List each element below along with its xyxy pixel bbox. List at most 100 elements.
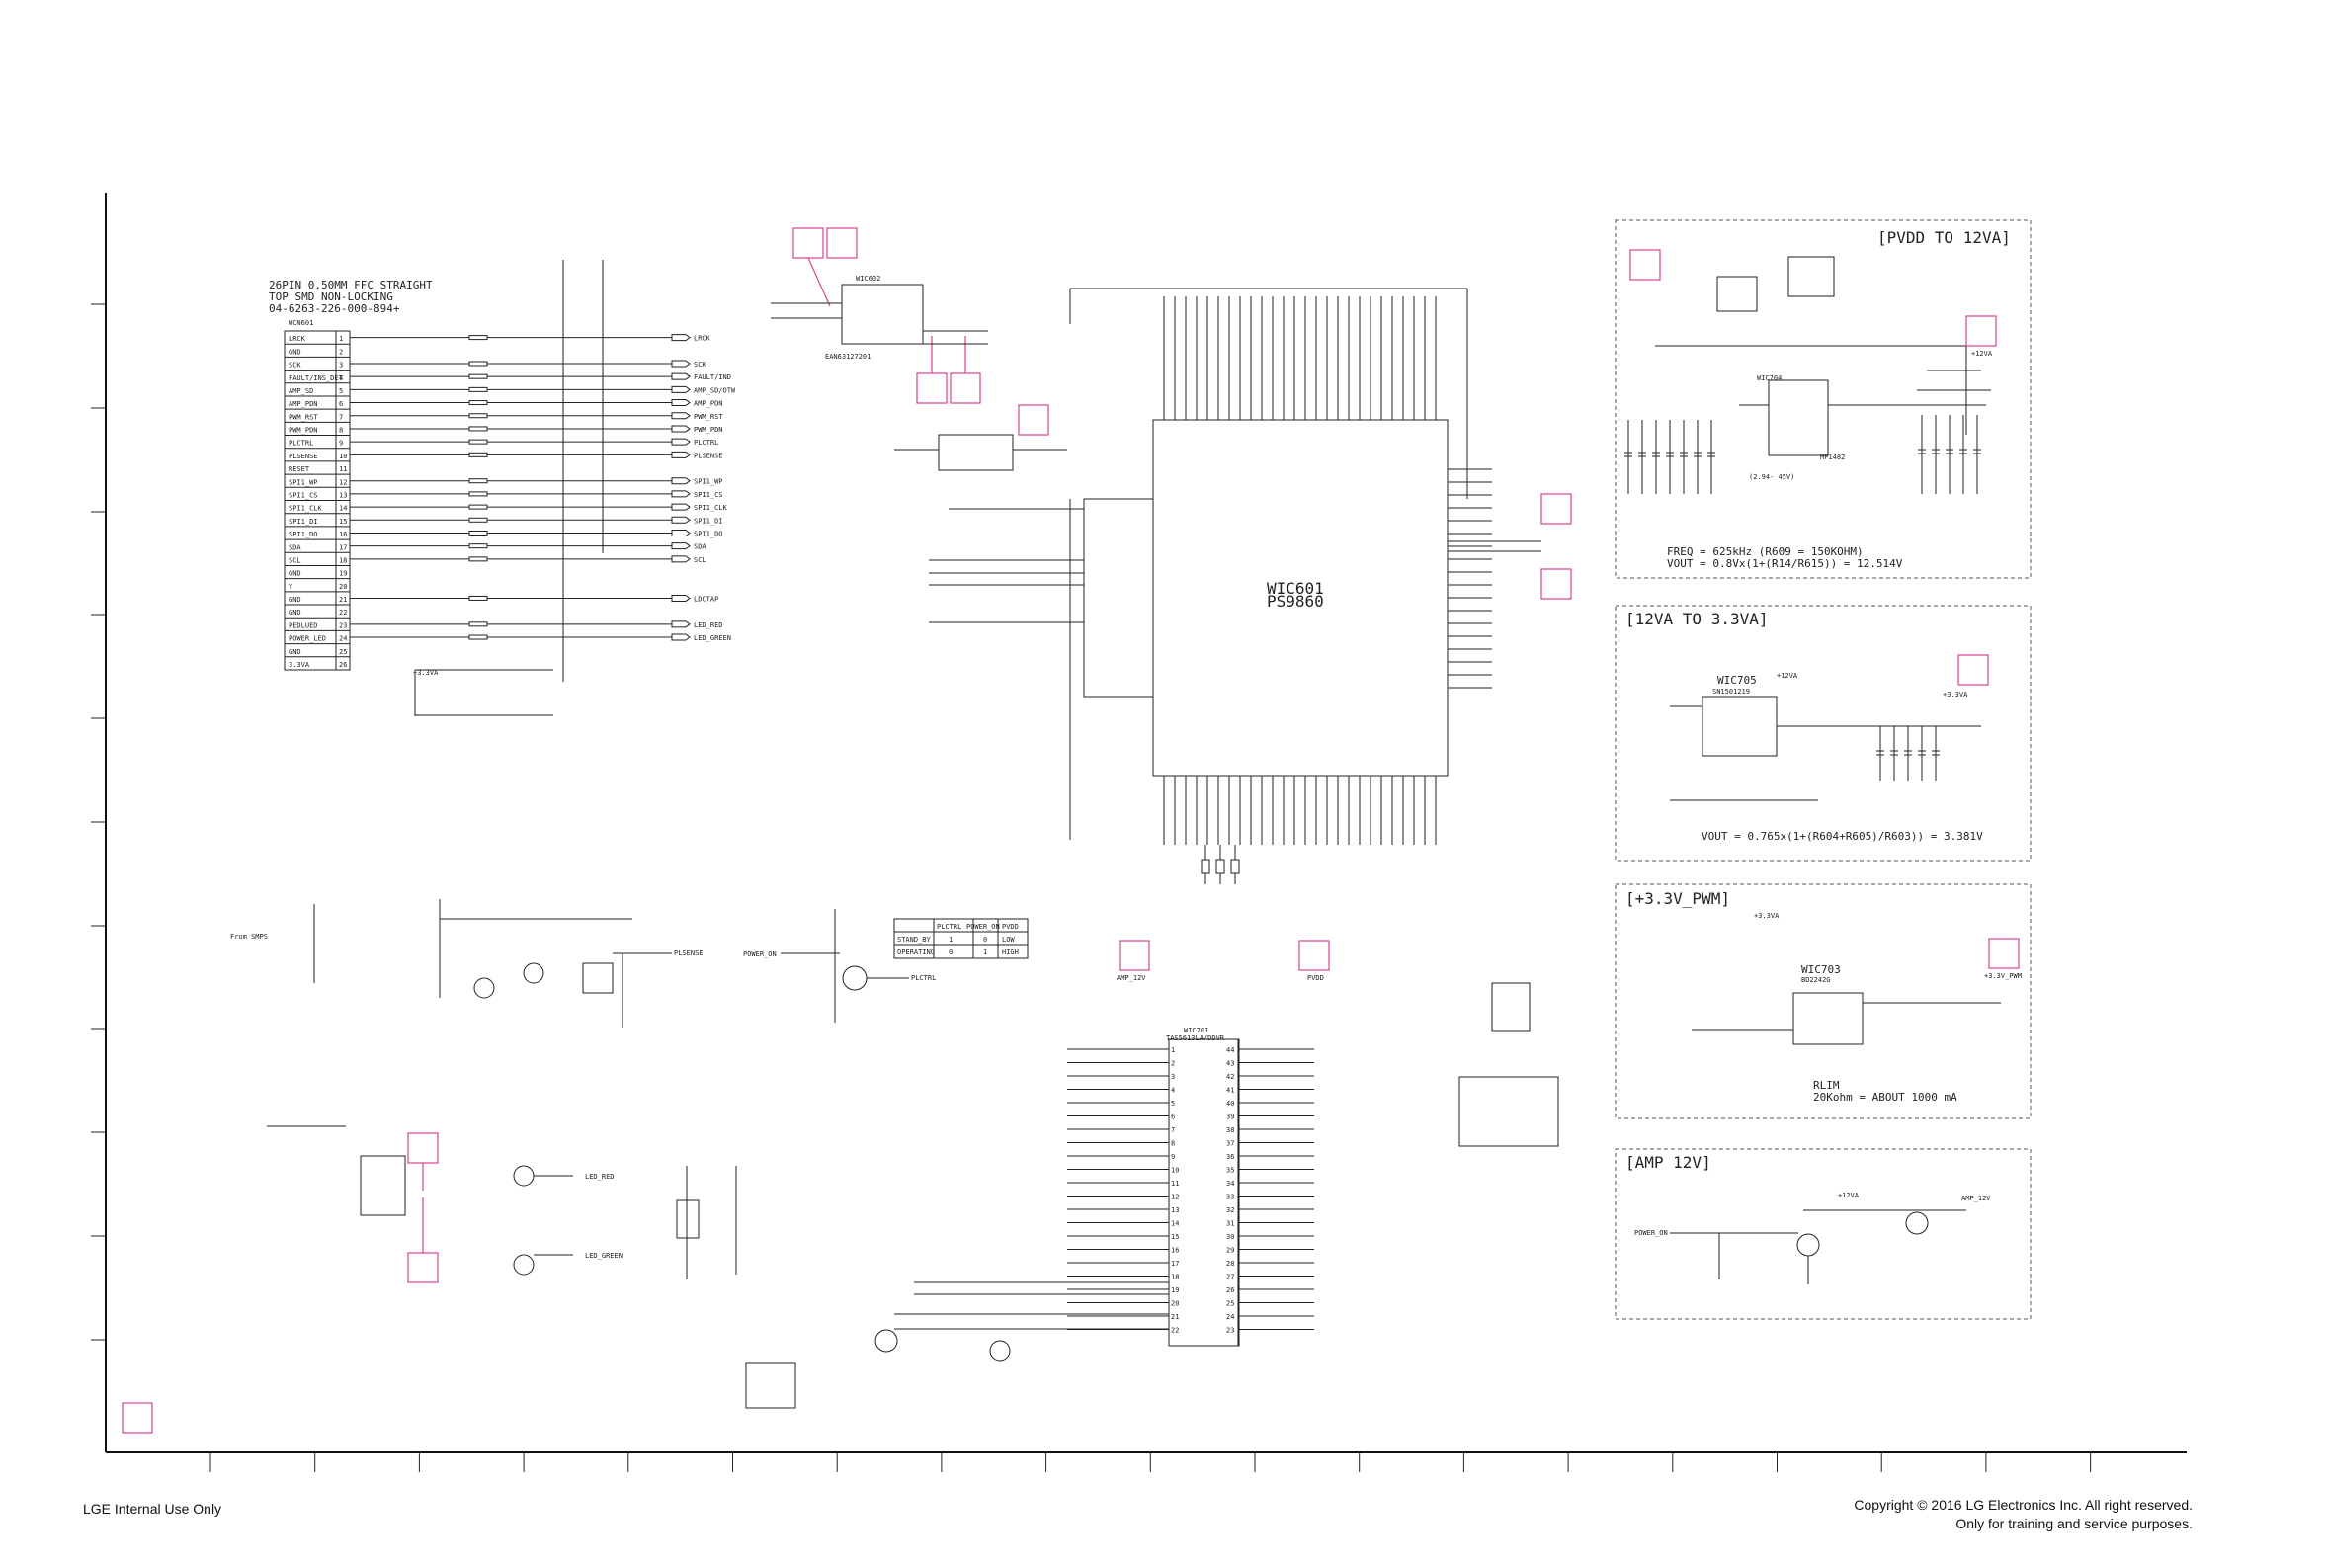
ic701-pin-number: 23 <box>1226 1327 1234 1335</box>
amp12v-title: [AMP 12V] <box>1625 1153 1711 1172</box>
led-circuit: LED_RED LED_GREEN <box>267 1125 796 1409</box>
ic701-pin-number: 40 <box>1226 1100 1234 1108</box>
connector-pin-label: PWM_RST <box>289 413 318 421</box>
connector-net-label: PWM_RST <box>694 413 723 421</box>
connector-pin-label: SPI1_CLK <box>289 505 323 513</box>
tt-r2-c2: 1 <box>983 949 987 956</box>
connector-net-label: LDCTAP <box>694 595 718 603</box>
wic704-part: MP1482 <box>1820 454 1845 461</box>
connector-net-label: AMP_PDN <box>694 400 723 408</box>
ic701-pin-number: 28 <box>1226 1260 1234 1268</box>
ic701-pin-number: 32 <box>1226 1206 1234 1214</box>
ic701-pin-number: 1 <box>1171 1046 1175 1054</box>
section-pwm: [+3.3V_PWM] +3.3VA +3.3V_PWM WIC703 BD22… <box>1615 883 2032 1119</box>
ic701-pin-number: 5 <box>1171 1100 1175 1108</box>
tt-h1: PLCTRL <box>937 923 961 931</box>
connector-net-label: AMP_SD/OTW <box>694 386 736 394</box>
ic701-pin-number: 11 <box>1171 1180 1179 1188</box>
pwm-in: +3.3VA <box>1754 912 1780 920</box>
connector-pin-number: 23 <box>339 621 347 629</box>
wic705-part: SN1501219 <box>1712 688 1750 696</box>
wic704-ref: WIC704 <box>1757 374 1782 382</box>
ic701-pin-number: 17 <box>1171 1260 1179 1268</box>
ic701-pin-number: 12 <box>1171 1194 1179 1201</box>
connector-pin-label: 3.3VA <box>289 661 310 669</box>
ldo-block <box>894 404 1084 623</box>
connector-pin-label: Y <box>289 583 293 591</box>
plsense-circuit: From SMPS PLSENSE POWER_ON PLCTRL <box>230 899 936 1028</box>
connector-pin-number: 22 <box>339 609 347 617</box>
v33-out: +3.3VA <box>1943 691 1968 699</box>
connector-pin-number: 21 <box>339 596 347 604</box>
ic701-pin-number: 9 <box>1171 1153 1175 1161</box>
ic701-pin-number: 42 <box>1226 1073 1234 1081</box>
connector-pin-number: 20 <box>339 583 347 591</box>
ic701-pin-number: 26 <box>1226 1286 1234 1294</box>
connector-pin-label: AMP_PDN <box>289 400 318 408</box>
connector-pin-number: 10 <box>339 453 347 460</box>
connector-net-label: LED_GREEN <box>694 634 731 642</box>
pwm-rlim: RLIM <box>1813 1079 1840 1092</box>
pvdd-freq: FREQ = 625kHz (R609 = 150KOHM) <box>1667 545 1864 558</box>
connector-wcn601: 26PIN 0.50MM FFC STRAIGHT TOP SMD NON-LO… <box>269 279 433 671</box>
connector-pin-label: LRCK <box>289 335 306 343</box>
ic701-pin-number: 37 <box>1226 1140 1234 1148</box>
connector-pin-label: SPI1_WP <box>289 478 318 486</box>
wic701-ref: WIC701 <box>1184 1027 1208 1034</box>
connector-pin-label: PLCTRL <box>289 440 313 448</box>
wic602-part: EAN63127201 <box>825 353 871 361</box>
wic602-block: WIC602 EAN63127201 <box>771 227 988 404</box>
ic701-pin-number: 3 <box>1171 1073 1175 1081</box>
connector-pin-label: GND <box>289 570 301 578</box>
connector-pin-label: SCK <box>289 362 301 370</box>
pink-marker <box>122 1402 153 1434</box>
connector-pin-number: 8 <box>339 427 343 435</box>
v33-vout: VOUT = 0.765x(1+(R604+R605)/R603)) = 3.3… <box>1702 830 1983 843</box>
pvdd-title: [PVDD TO 12VA] <box>1877 228 2011 247</box>
section-pvdd: [PVDD TO 12VA] WIC704 MP1482 (2.94- 45V)… <box>1615 219 2032 579</box>
ic701-pin-number: 4 <box>1171 1087 1175 1095</box>
connector-pin-number: 11 <box>339 465 347 473</box>
ic701-pin-number: 20 <box>1171 1300 1179 1308</box>
ic701-pin-number: 15 <box>1171 1233 1179 1241</box>
connector-pin-label: GND <box>289 348 301 356</box>
section-amp12v: [AMP 12V] +12VA AMP_12V POWER_ON <box>1615 1148 2032 1320</box>
section-3v3: [12VA TO 3.3VA] +12VA +3.3VA WIC705 SN15… <box>1615 605 2032 862</box>
connector-net-label: SPI1_DO <box>694 530 723 537</box>
connector-net-label: PLCTRL <box>694 439 718 447</box>
connector-part: 04-6263-226-000-894+ <box>269 302 400 315</box>
wic601-part: PS9860 <box>1267 592 1324 611</box>
connector-net-label: SPI1_DI <box>694 517 723 525</box>
connector-pin-number: 5 <box>339 387 343 395</box>
connector-net-label: PLSENSE <box>694 452 723 459</box>
plsense-net: PLSENSE <box>674 949 704 957</box>
connector-net-label: FAULT/IND <box>694 373 731 381</box>
ic701-pin-number: 24 <box>1226 1313 1234 1321</box>
ic701-pin-number: 6 <box>1171 1114 1175 1121</box>
wic602-ref: WIC602 <box>856 275 880 283</box>
truth-table: PLCTRL POWER_ON PVDD STAND_BY 1 0 LOW OP… <box>893 918 1029 959</box>
connector-net-label: PWM_PDN <box>694 426 723 434</box>
connector-net-label: SDA <box>694 543 706 551</box>
connector-pin-number: 7 <box>339 413 343 421</box>
footer-copyright: Copyright © 2016 LG Electronics Inc. All… <box>1854 1497 2193 1513</box>
tt-r2-c1: 0 <box>949 949 953 956</box>
wic601-block: WIC601 PS9860 <box>1069 288 1541 884</box>
connector-pin-label: GND <box>289 609 301 617</box>
led-red-net: LED_RED <box>585 1173 615 1181</box>
connector-pin-number: 13 <box>339 492 347 500</box>
ic701-pin-number: 16 <box>1171 1247 1179 1255</box>
tt-r2-c0: OPERATING <box>897 949 935 956</box>
v33-conn-label: +3.3VA <box>413 669 439 677</box>
connector-pin-label: GND <box>289 596 301 604</box>
v33-title: [12VA TO 3.3VA] <box>1625 610 1769 628</box>
wic703-part: BD2242G <box>1801 976 1831 984</box>
ic701-pin-number: 31 <box>1226 1220 1234 1228</box>
connector-pin-label: POWER_LED <box>289 635 326 643</box>
connector-pin-number: 14 <box>339 505 347 513</box>
connector-pin-number: 6 <box>339 400 343 408</box>
amp12v-out: AMP_12V <box>1961 1195 1991 1202</box>
ic701-pin-number: 14 <box>1171 1220 1179 1228</box>
pwm-rlim-val: 20Kohm = ABOUT 1000 mA <box>1813 1091 1957 1104</box>
